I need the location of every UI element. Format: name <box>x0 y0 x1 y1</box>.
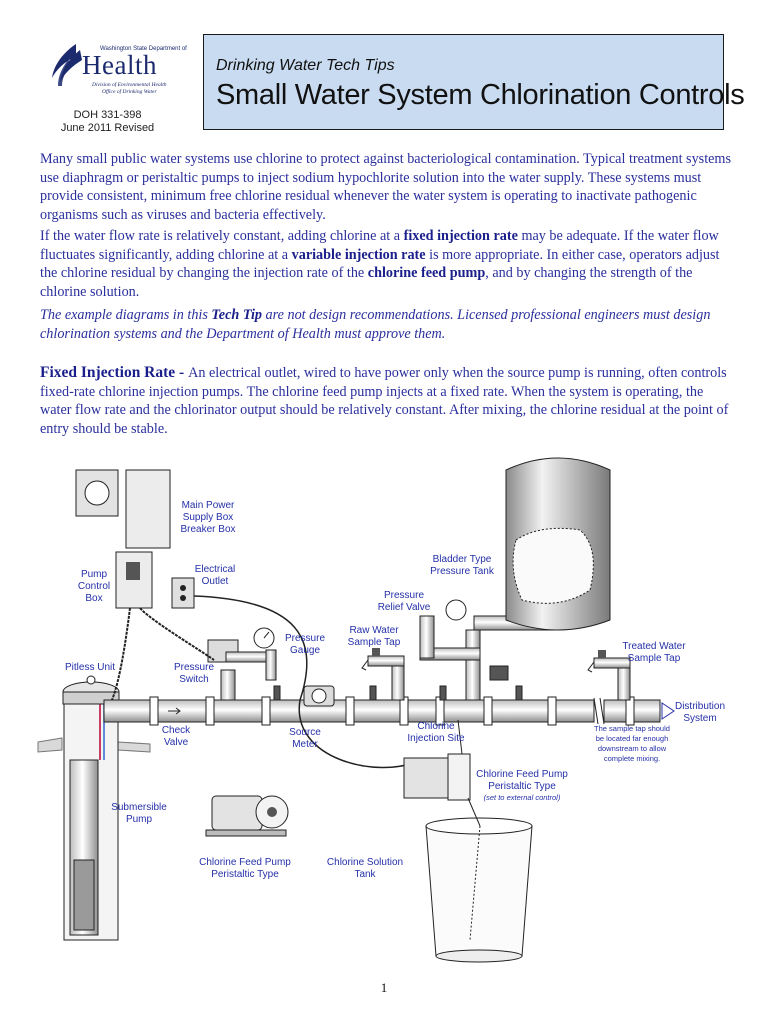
label-solution-tank-1: Chlorine Solution <box>327 857 403 868</box>
logo-swoosh-icon <box>52 44 82 86</box>
label-bladder-tank-2: Pressure Tank <box>430 566 495 577</box>
header-kicker: Drinking Water Tech Tips <box>216 57 395 74</box>
label-treated-tap-2: Sample Tap <box>628 653 681 664</box>
label-feed-pump-standalone-2: Peristaltic Type <box>211 869 279 880</box>
pump-control-box-icon <box>115 551 153 609</box>
label-electrical-outlet-2: Outlet <box>202 576 229 587</box>
label-injection-site-2: Injection Site <box>407 733 465 744</box>
label-pressure-gauge-1: Pressure <box>285 633 325 644</box>
label-pump-control-3: Box <box>85 593 102 604</box>
label-pressure-gauge-2: Gauge <box>290 645 320 656</box>
feed-pump-term: chlorine feed pump <box>367 265 486 281</box>
label-sample-note-4: complete mixing. <box>604 754 660 763</box>
feed-pump-external-icon <box>403 719 471 801</box>
label-raw-water-tap-2: Sample Tap <box>348 637 401 648</box>
source-meter-icon <box>303 685 335 707</box>
label-sample-note-3: downstream to allow <box>598 744 667 753</box>
meter-box-icon <box>75 469 119 517</box>
label-pressure-relief-2: Relief Valve <box>378 602 431 613</box>
chlorine-solution-tank-icon <box>425 797 533 963</box>
label-pressure-switch-2: Switch <box>179 674 208 685</box>
rates-text-1: If the water flow rate is relatively con… <box>40 228 404 244</box>
note-text-1: The example diagrams in this <box>40 307 212 323</box>
page-title: Small Water System Chlorination Controls <box>216 79 745 111</box>
logo-division-line2: Office of Drinking Water <box>102 89 157 95</box>
rates-text-3: is more appropriate. In either case, ope… <box>40 246 720 282</box>
breaker-box-icon <box>125 469 171 549</box>
logo-department-text: Washington State Department of <box>100 46 187 52</box>
variable-rate-term: variable injection rate <box>291 246 426 263</box>
raw-water-tap-icon <box>361 648 405 701</box>
label-main-power-2: Supply Box <box>183 512 234 523</box>
label-pump-control-1: Pump <box>81 569 108 580</box>
check-valve-arrow-icon <box>168 707 181 715</box>
label-electrical-outlet-1: Electrical <box>195 564 236 575</box>
treated-tap-icon <box>587 650 631 701</box>
valve-icons <box>273 685 523 701</box>
electrical-outlet-icon <box>171 577 195 609</box>
disclaimer-paragraph: The example diagrams in this Tech Tip ar… <box>40 306 732 343</box>
label-sample-note-2: be located far enough <box>596 734 669 743</box>
label-feed-pump-ext-2: Peristaltic Type <box>488 781 556 792</box>
well-casing <box>63 699 119 941</box>
label-distribution-2: System <box>683 713 716 724</box>
logo-wordmark: Health <box>82 50 157 80</box>
label-treated-tap-1: Treated Water <box>622 641 686 652</box>
header-title-box: Drinking Water Tech Tips Small Water Sys… <box>203 34 745 130</box>
label-distribution-1: Distribution <box>675 701 725 712</box>
page-number: 1 <box>380 980 388 995</box>
note-text-2: are not design recommendations. Licensed… <box>40 307 711 342</box>
document-number: DOH 331-398 <box>73 109 142 121</box>
logo-division-line1: Division of Environmental Health <box>92 82 167 88</box>
label-feed-pump-ext-note: (set to external control) <box>484 793 561 802</box>
label-pressure-switch-1: Pressure <box>174 662 214 673</box>
label-check-valve-2: Valve <box>164 737 189 748</box>
distribution-arrow-icon <box>661 702 675 720</box>
fixed-rate-paragraph: Fixed Injection Rate - An electrical out… <box>40 364 732 438</box>
label-injection-site-1: Chlorine <box>417 721 455 732</box>
injection-rate-paragraph: If the water flow rate is relatively con… <box>40 227 732 301</box>
pressure-switch-icon <box>207 627 277 701</box>
intro-paragraph: Many small public water systems use chlo… <box>40 151 731 223</box>
label-check-valve-1: Check <box>162 725 191 736</box>
label-source-meter-2: Meter <box>292 739 318 750</box>
label-submersible-2: Pump <box>126 814 153 825</box>
rates-text-4: , and by changing the strength of the ch… <box>40 265 693 300</box>
label-feed-pump-standalone-1: Chlorine Feed Pump <box>199 857 291 868</box>
fixed-rate-heading: Fixed Injection Rate - <box>40 364 189 381</box>
wiring <box>111 595 421 769</box>
ground <box>37 737 151 753</box>
fixed-rate-term: fixed injection rate <box>403 228 518 244</box>
health-logo: Washington State Department of Health Di… <box>40 38 187 138</box>
pipe-break-icon <box>593 697 605 725</box>
label-solution-tank-2: Tank <box>354 869 376 880</box>
label-pump-control-2: Control <box>78 581 110 592</box>
label-feed-pump-ext-1: Chlorine Feed Pump <box>476 769 568 780</box>
label-pressure-relief-1: Pressure <box>384 590 424 601</box>
feed-pump-standalone-icon <box>205 795 289 837</box>
label-source-meter-1: Source <box>289 727 321 738</box>
document-date: June 2011 Revised <box>60 122 155 134</box>
label-bladder-tank-1: Bladder Type <box>433 554 492 565</box>
bladder-tank-icon <box>505 457 611 631</box>
fixed-rate-text: An electrical outlet, wired to have powe… <box>40 365 729 437</box>
label-main-power-1: Main Power <box>182 500 235 511</box>
tech-tip-term: Tech Tip <box>211 307 262 323</box>
label-pitless-unit: Pitless Unit <box>65 662 115 673</box>
label-submersible-1: Submersible <box>111 802 167 813</box>
pipe-couplings <box>149 696 635 726</box>
rates-text-2: may be adequate. If the water flow fluct… <box>40 228 719 263</box>
label-sample-note-1: The sample tap should <box>594 724 670 733</box>
label-raw-water-tap-1: Raw Water <box>349 625 399 636</box>
chlorination-diagram: Main Power Supply Box Breaker Box Pump C… <box>37 457 725 963</box>
label-main-power-3: Breaker Box <box>180 524 235 535</box>
